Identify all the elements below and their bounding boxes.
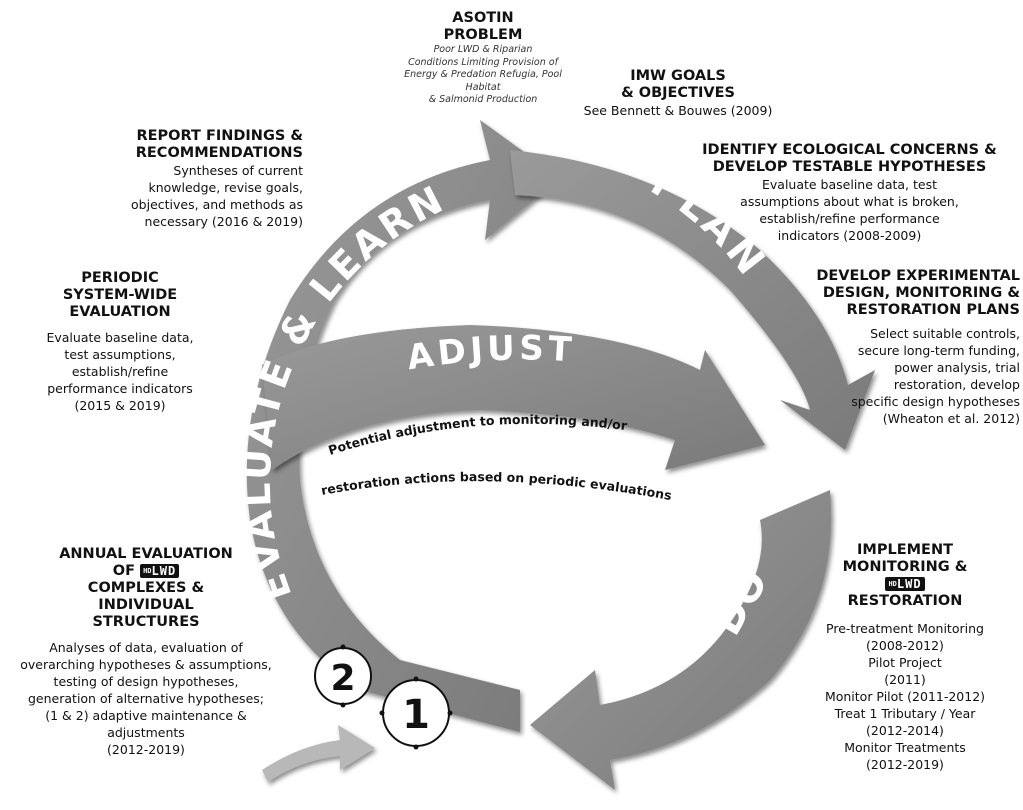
annual-desc-1: Analyses of data, evaluation of xyxy=(49,640,243,655)
periodic-desc-1: Evaluate baseline data, xyxy=(46,330,194,345)
develop-title-1: DEVELOP EXPERIMENTAL xyxy=(816,268,1020,284)
implement-title-1: IMPLEMENT xyxy=(857,542,953,558)
identify-desc-4: indicators (2008-2009) xyxy=(777,228,922,243)
implement-title-2: MONITORING & xyxy=(842,559,968,575)
develop-design-block: DEVELOP EXPERIMENTAL DESIGN, MONITORING … xyxy=(800,268,1020,427)
imw-title-2: & OBJECTIVES xyxy=(621,85,735,101)
report-findings-block: REPORT FINDINGS & RECOMMENDATIONS Synthe… xyxy=(88,128,303,230)
annual-title-3: COMPLEXES & xyxy=(87,580,205,596)
identify-title-1: IDENTIFY ECOLOGICAL CONCERNS & xyxy=(702,142,997,158)
hdlwd-logo: HDLWD xyxy=(140,564,180,578)
implement-desc-9: (2012-2019) xyxy=(866,757,944,772)
asotin-desc-1: Poor LWD & Riparian xyxy=(433,44,533,55)
annual-desc-6: adjustments xyxy=(107,725,185,740)
asotin-desc-4: & Salmonid Production xyxy=(428,94,538,105)
periodic-desc-4: performance indicators xyxy=(47,381,193,396)
implement-desc-1: Pre-treatment Monitoring xyxy=(826,621,984,636)
badge-1: 1 xyxy=(379,676,453,750)
imw-goals-block: IMW GOALS & OBJECTIVES See Bennett & Bou… xyxy=(578,68,778,119)
annual-title-2: OF HDLWD xyxy=(6,563,286,580)
annual-title-1: ANNUAL EVALUATION xyxy=(59,546,233,562)
periodic-desc-3: establish/refine xyxy=(71,364,169,379)
identify-concerns-block: IDENTIFY ECOLOGICAL CONCERNS & DEVELOP T… xyxy=(692,142,1007,244)
implement-title-3: HDLWD xyxy=(790,576,1020,593)
develop-desc-5: specific design hypotheses xyxy=(851,394,1020,409)
identify-desc-1: Evaluate baseline data, test xyxy=(761,177,937,192)
report-desc-2: knowledge, revise goals, xyxy=(148,180,303,195)
report-title-2: RECOMMENDATIONS xyxy=(135,145,303,161)
annual-desc-5: (1 & 2) adaptive maintenance & xyxy=(45,708,247,723)
implement-desc-6: Treat 1 Tributary / Year xyxy=(834,706,976,721)
identify-desc-3: establish/refine performance xyxy=(759,211,940,226)
adjust-arrow xyxy=(262,325,765,470)
entry-arrow xyxy=(262,725,375,782)
develop-desc-4: restoration, develop xyxy=(893,377,1020,392)
report-title-1: REPORT FINDINGS & xyxy=(136,128,303,144)
report-desc-1: Syntheses of current xyxy=(173,163,303,178)
implement-desc-4: (2011) xyxy=(884,672,926,687)
annual-desc-7: (2012-2019) xyxy=(107,742,185,757)
annual-title-5: STRUCTURES xyxy=(92,614,200,630)
implement-desc-3: Pilot Project xyxy=(868,655,942,670)
plan-arrow xyxy=(510,150,875,450)
hdlwd-logo: HDLWD xyxy=(885,577,925,591)
imw-desc: See Bennett & Bouwes (2009) xyxy=(583,103,773,118)
periodic-desc-5: (2015 & 2019) xyxy=(74,398,166,413)
do-arrow xyxy=(530,490,832,790)
annual-evaluation-block: ANNUAL EVALUATION OF HDLWD COMPLEXES & I… xyxy=(6,546,286,758)
periodic-desc-2: test assumptions, xyxy=(64,347,176,362)
develop-desc-1: Select suitable controls, xyxy=(870,326,1020,341)
implement-title-4: RESTORATION xyxy=(847,593,963,609)
svg-text:1: 1 xyxy=(402,692,430,738)
periodic-title-3: EVALUATION xyxy=(69,304,171,320)
annual-desc-2: overarching hypotheses & assumptions, xyxy=(20,657,272,672)
report-desc-3: objectives, and methods as xyxy=(131,197,303,212)
asotin-title-1: ASOTIN xyxy=(452,10,514,26)
evaluate-learn-arrow xyxy=(246,120,561,732)
implement-block: IMPLEMENT MONITORING & HDLWD RESTORATION… xyxy=(790,542,1020,773)
implement-desc-2: (2008-2012) xyxy=(866,638,944,653)
annual-desc-4: generation of alternative hypotheses; xyxy=(28,691,264,706)
identify-title-2: DEVELOP TESTABLE HYPOTHESES xyxy=(712,159,987,175)
adjust-note-line2: restoration actions based on periodic ev… xyxy=(320,469,673,503)
imw-title-1: IMW GOALS xyxy=(630,68,726,84)
periodic-evaluation-block: PERIODIC SYSTEM-WIDE EVALUATION Evaluate… xyxy=(20,270,220,414)
develop-title-3: RESTORATION PLANS xyxy=(846,302,1020,318)
periodic-title-1: PERIODIC xyxy=(81,270,159,286)
identify-desc-2: assumptions about what is broken, xyxy=(740,194,959,209)
asotin-title-2: PROBLEM xyxy=(443,27,523,43)
periodic-title-2: SYSTEM-WIDE xyxy=(62,287,178,303)
badge-2: 2 xyxy=(314,644,372,708)
asotin-desc-2: Conditions Limiting Provision of xyxy=(408,56,558,68)
develop-desc-3: power analysis, trial xyxy=(894,360,1020,375)
develop-desc-6: (Wheaton et al. 2012) xyxy=(882,411,1020,426)
develop-title-2: DESIGN, MONITORING & xyxy=(822,285,1020,301)
asotin-problem-block: ASOTIN PROBLEM Poor LWD & Riparian Condi… xyxy=(388,10,578,107)
svg-text:2: 2 xyxy=(330,658,355,699)
annual-desc-3: testing of design hypotheses, xyxy=(53,674,239,689)
annual-title-4: INDIVIDUAL xyxy=(98,597,194,613)
develop-desc-2: secure long-term funding, xyxy=(857,343,1020,358)
implement-desc-7: (2012-2014) xyxy=(866,723,944,738)
asotin-desc-3: Energy & Predation Refugia, Pool Habitat xyxy=(404,69,562,93)
report-desc-4: necessary (2016 & 2019) xyxy=(144,214,303,229)
implement-desc-8: Monitor Treatments xyxy=(844,740,966,755)
implement-desc-5: Monitor Pilot (2011-2012) xyxy=(824,689,986,704)
